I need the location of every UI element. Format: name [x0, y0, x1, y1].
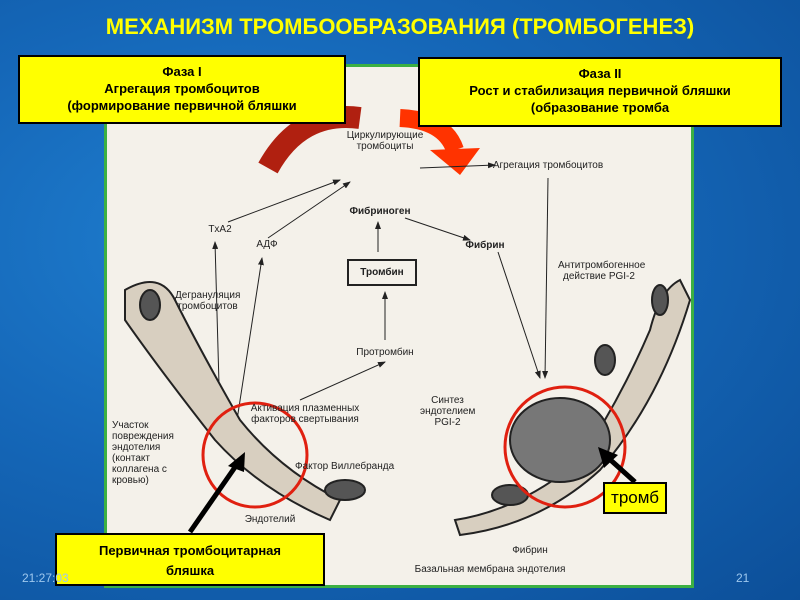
phase-2-subtitle: Рост и стабилизация первичной бляшки	[469, 83, 731, 98]
label-willebrand-factor: Фактор Виллебранда	[295, 461, 395, 472]
label-degranulation: Дегрануляция тромбоцитов	[175, 290, 241, 312]
phase-2-title: Фаза II	[578, 66, 622, 81]
thrombogenesis-diagram	[104, 64, 694, 588]
label-fibrin-bottom: Фибрин	[512, 545, 548, 556]
label-fibrinogen: Фибриноген	[349, 206, 411, 217]
label-txa2: TxA2	[208, 224, 232, 235]
thrombus-label-box: тромб	[603, 482, 667, 514]
cycle-arrow-dark	[258, 106, 362, 174]
thrombus-circle	[503, 385, 627, 509]
label-antithrombogenic: Антитромбогенное действие PGI-2	[558, 260, 646, 282]
phase-1-subtitle: Агрегация тромбоцитов	[104, 81, 260, 96]
slide-time: 21:27:03	[22, 571, 69, 585]
primary-plaque-circle	[201, 401, 309, 509]
label-circulating-platelets: Циркулирующие тромбоциты	[346, 130, 424, 152]
label-fibrin-top: Фибрин	[465, 240, 505, 251]
label-damage-site: Участок повреждения эндотелия (контакт к…	[112, 420, 174, 486]
vessel-wall-right	[453, 278, 692, 537]
label-platelet-aggregation: Агрегация тромбоцитов	[492, 160, 604, 171]
phase-2-desc: (образование тромба	[530, 100, 670, 115]
vessel-wall-left	[124, 281, 366, 522]
phase-1-desc: (формирование первичной бляшки	[67, 98, 297, 113]
plaque-pointer-arrow	[187, 458, 243, 534]
label-basal-membrane: Базальная мембрана эндотелия	[414, 564, 566, 575]
label-adp: АДФ	[256, 239, 278, 250]
thrombus-mass	[509, 397, 611, 483]
phase-2-box: Фаза II Рост и стабилизация первичной бл…	[418, 57, 782, 127]
phase-1-title: Фаза I	[162, 64, 202, 79]
thrombin-box	[347, 259, 417, 286]
label-endothelium: Эндотелий	[244, 514, 296, 525]
slide-title: МЕХАНИЗМ ТРОМБООБРАЗОВАНИЯ (ТРОМБОГЕНЕЗ)	[105, 14, 695, 39]
label-thrombin: Тромбин	[360, 267, 404, 278]
phase-1-box: Фаза I Агрегация тромбоцитов (формирован…	[18, 55, 346, 124]
label-pgi2-synthesis: Синтез эндотелием PGI-2	[420, 395, 476, 428]
slide-number: 21	[736, 571, 750, 585]
cycle-arrow-red	[399, 109, 464, 154]
cycle-arrowhead	[430, 148, 480, 175]
label-prothrombin: Протромбин	[356, 347, 414, 358]
label-activation: Активация плазменных факторов свертывани…	[250, 403, 360, 425]
primary-plaque-box: Первичная тромбоцитарная бляшка	[55, 533, 325, 586]
